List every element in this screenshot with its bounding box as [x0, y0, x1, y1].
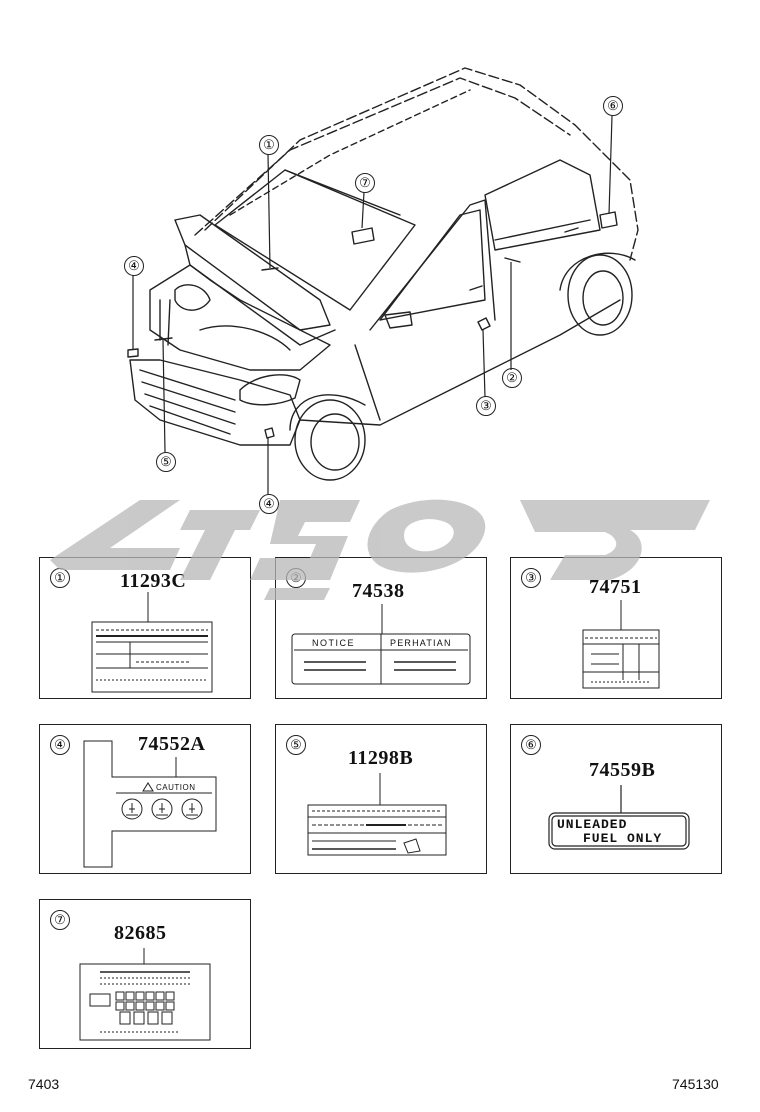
label-drawing [83, 740, 217, 868]
label-drawing [291, 604, 471, 685]
part-number: 74559B [589, 759, 656, 781]
label-panel-5: ⑤ 11298B [275, 724, 487, 874]
callout-4-marker-bottom: ④ [259, 494, 279, 514]
label-drawing [91, 592, 213, 693]
unleaded-text: UNLEADED [557, 817, 628, 832]
label-panel-4: ④ 74552A CAUTION [39, 724, 251, 874]
label-drawing [79, 948, 211, 1041]
car-illustration [127, 67, 639, 494]
callout-7-marker: ⑦ [355, 173, 375, 193]
part-number: 82685 [114, 922, 167, 944]
part-number: 11298B [348, 747, 414, 769]
part-number: 74552A [138, 733, 206, 755]
label-drawing [582, 600, 660, 689]
footer-left-code: 7403 [28, 1076, 60, 1092]
callout-3-marker: ③ [476, 396, 496, 416]
label-panel-3: ③ 74751 [510, 557, 722, 699]
callout-4-marker-top: ④ [124, 256, 144, 276]
panel-callout: ⑦ [50, 910, 70, 930]
caution-text: CAUTION [156, 783, 196, 792]
callout-6-marker: ⑥ [603, 96, 623, 116]
callout-1-marker: ① [259, 135, 279, 155]
callout-2-marker: ② [502, 368, 522, 388]
panel-callout: ⑤ [286, 735, 306, 755]
panel-callout: ⑥ [521, 735, 541, 755]
part-number: 74751 [589, 576, 642, 598]
fuel-only-text: FUEL ONLY [583, 831, 663, 846]
callout-5-marker: ⑤ [156, 452, 176, 472]
perhatian-text: PERHATIAN [390, 638, 452, 648]
label-panel-2: ② 74538 NOTICE PERHATIAN [275, 557, 487, 699]
part-number: 11293C [120, 570, 187, 592]
label-drawing [307, 773, 447, 856]
part-number: 74538 [352, 580, 405, 602]
notice-text: NOTICE [312, 638, 356, 648]
panel-callout: ④ [50, 735, 70, 755]
label-drawing [548, 785, 690, 850]
label-panel-6: ⑥ 74559B UNLEADED FUEL ONLY [510, 724, 722, 874]
footer-right-code: 745130 [672, 1076, 719, 1092]
label-panel-1: ① 11293C [39, 557, 251, 699]
label-panel-7: ⑦ 82685 [39, 899, 251, 1049]
